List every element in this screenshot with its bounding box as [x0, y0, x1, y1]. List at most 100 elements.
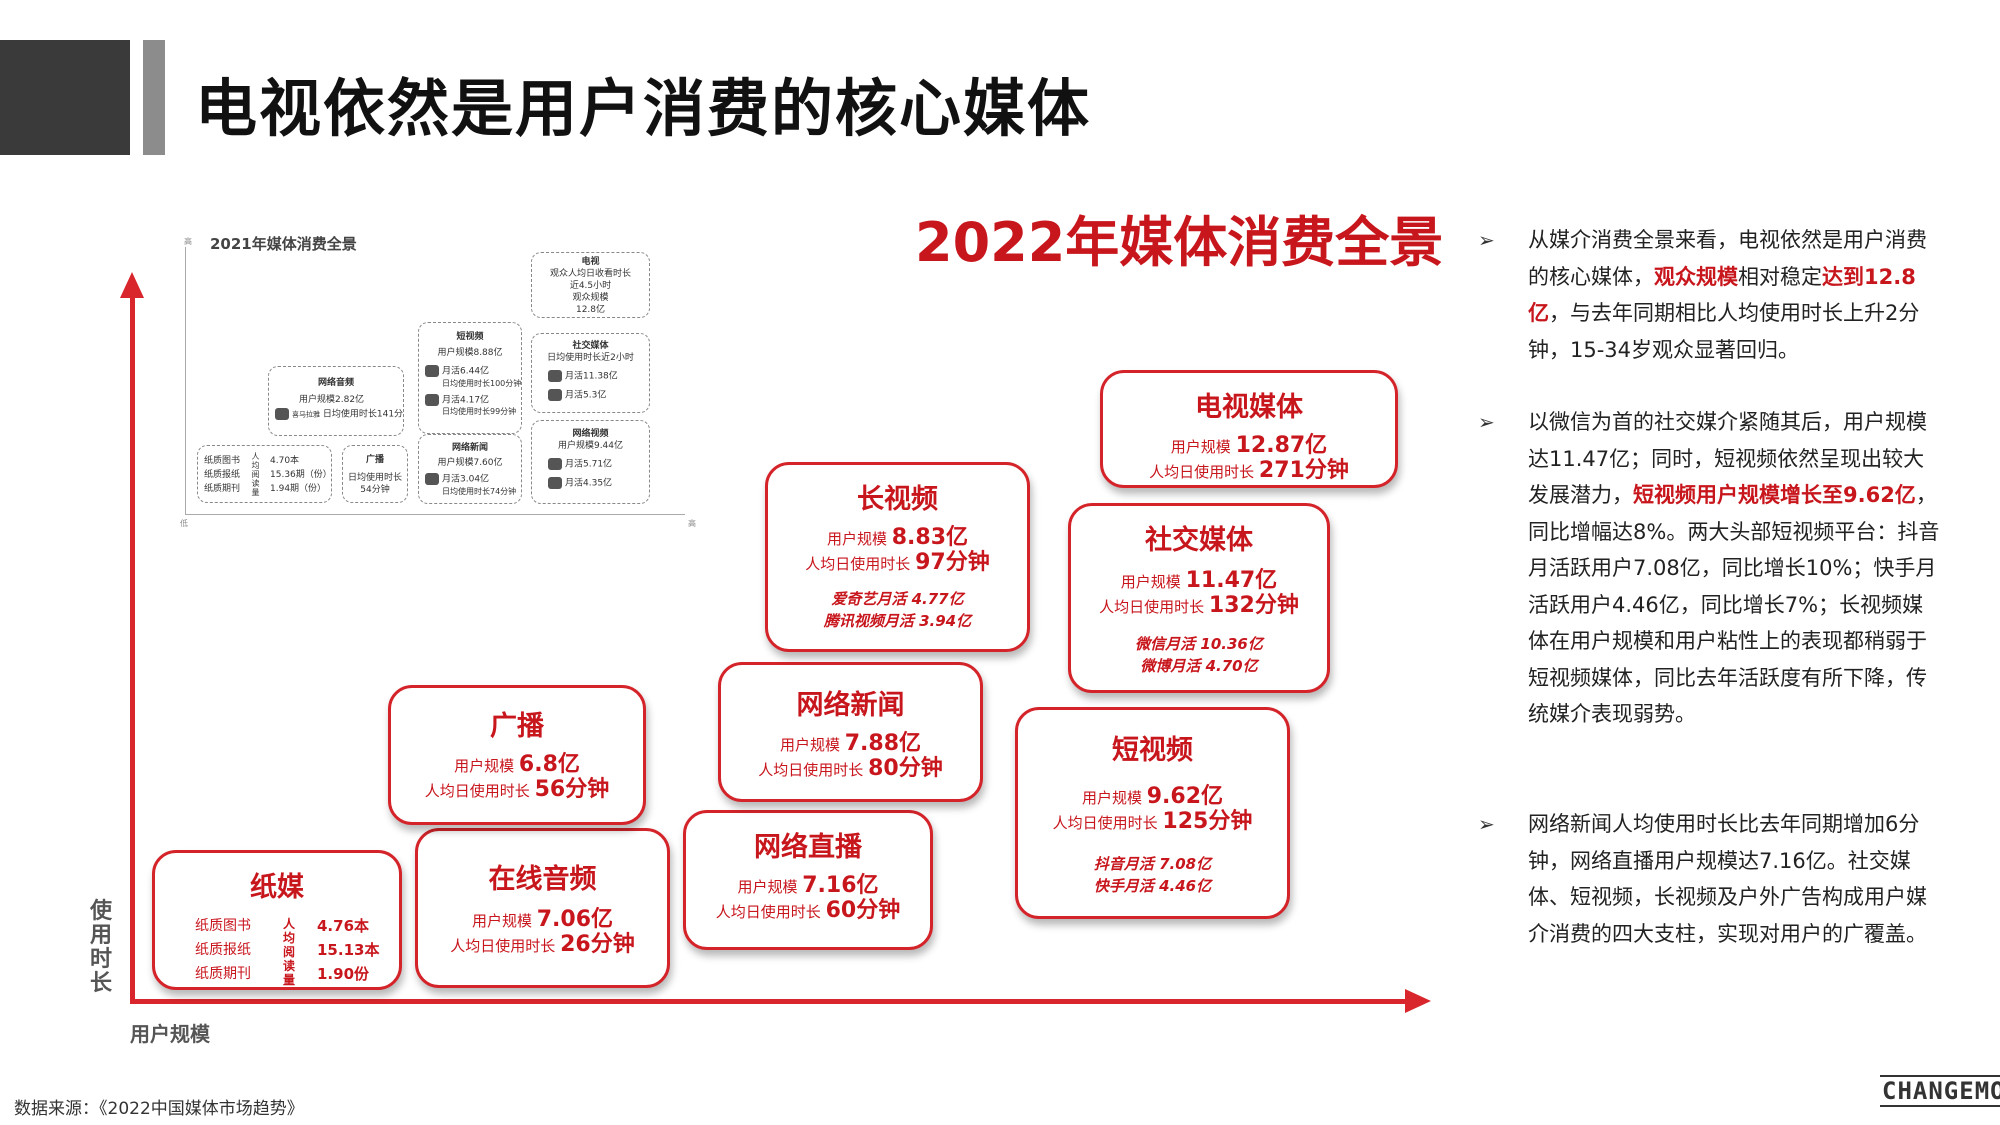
inset-paper-row: 纸质报纸 — [204, 470, 241, 480]
inset-card-short-video: 短视频 用户规模8.88亿 月活6.44亿 日均使用时长100分钟 月活4.17… — [418, 322, 522, 434]
paper-row-label: 纸质图书 — [195, 918, 251, 934]
inset-paper-row: 纸质期刊 — [204, 484, 241, 494]
time-label: 人均日使用时长 — [450, 937, 556, 955]
inset-tv-title: 电视 — [581, 257, 600, 267]
x-axis — [130, 999, 1410, 1004]
time-label: 人均日使用时长 — [1149, 463, 1255, 481]
highlight-text: 达到12.8亿 — [1528, 264, 1916, 326]
card-tv-media: 电视媒体 用户规模 12.87亿 人均日使用时长 271分钟 — [1100, 370, 1398, 488]
body-text: 以微信为首的社交媒介紧随其后，用户规模达11.47亿；同时，短视频依然呈现出较大… — [1528, 410, 1927, 507]
bullet-marker: ➢ — [1478, 812, 1495, 836]
x-axis-arrow — [1405, 989, 1431, 1013]
time-value: 125分钟 — [1162, 809, 1253, 834]
brand-logo: CHANGEMO — [1880, 1075, 2000, 1107]
iqiyi-icon — [548, 458, 562, 470]
scale-label: 用户规模 — [737, 878, 798, 896]
inset-short-video-l4: 月活4.17亿 — [442, 395, 490, 405]
header-dark-block — [0, 40, 130, 155]
scale-label: 用户规模 — [1170, 438, 1231, 456]
card-title: 网络新闻 — [796, 690, 905, 721]
time-value: 60分钟 — [825, 898, 901, 923]
bullet-marker: ➢ — [1478, 410, 1495, 434]
card-short-video: 短视频 用户规模 9.62亿 人均日使用时长 125分钟 抖音月活 7.08亿 … — [1015, 707, 1290, 919]
inset-social-title: 社交媒体 — [572, 341, 609, 351]
paper-row-label: 纸质期刊 — [195, 966, 251, 982]
inset-news-l2: 月活3.04亿 — [442, 474, 490, 485]
time-label: 人均日使用时长 — [424, 782, 530, 800]
body-text: ，同比增幅达8%。两大头部短视频平台：抖音月活跃用户7.08亿，同比增长10%；… — [1528, 483, 1940, 726]
paper-row-value: 15.13本 — [317, 941, 380, 959]
kuaishou-icon — [425, 393, 439, 406]
inset-paper-vertical: 人均阅读量 — [251, 452, 260, 497]
inset-broadcast-l2: 54分钟 — [360, 485, 390, 495]
body-text: 从媒介消费全景来看，电视依然是用户消费的核心媒体， — [1528, 228, 1927, 289]
body-text: ，与去年同期相比人均使用时长上升2分钟，15-34岁观众显著回归。 — [1528, 301, 1920, 362]
scale-value: 7.88亿 — [844, 731, 922, 756]
inset-card-news: 网络新闻 用户规模7.60亿 月活3.04亿 日均使用时长74分钟 — [418, 434, 522, 504]
inset-news-title: 网络新闻 — [451, 443, 488, 453]
scale-value: 6.8亿 — [518, 752, 580, 777]
scale-value: 8.83亿 — [891, 525, 969, 550]
inset-short-video-l5: 日均使用时长99分钟 — [442, 407, 517, 416]
time-value: 56分钟 — [534, 777, 610, 802]
time-value: 97分钟 — [915, 550, 990, 575]
inset-x-low: 低 — [180, 519, 188, 528]
inset-paper-value: 1.94期（份） — [270, 484, 327, 494]
scale-label: 用户规模 — [826, 530, 887, 548]
inset-paper-row: 纸质图书 — [204, 456, 241, 466]
time-label: 人均日使用时长 — [758, 761, 864, 779]
inset-short-video-l2: 月活6.44亿 — [442, 366, 490, 377]
card-broadcast: 广播 用户规模 6.8亿 人均日使用时长 56分钟 — [388, 685, 646, 825]
card-title: 在线音频 — [488, 864, 597, 895]
time-label: 人均日使用时长 — [1052, 814, 1158, 832]
tencent-video-icon — [548, 476, 562, 489]
scale-label: 用户规模 — [471, 912, 532, 930]
bullet-text-1: 从媒介消费全景来看，电视依然是用户消费的核心媒体，观众规模相对稳定达到12.8亿… — [1528, 222, 1940, 368]
x-axis-label: 用户规模 — [130, 1022, 210, 1046]
time-label: 人均日使用时长 — [1099, 598, 1205, 616]
inset-card-social: 社交媒体 日均使用时长近2小时 月活11.38亿 月活5.3亿 — [531, 333, 650, 413]
chart-title: 2022年媒体消费全景 — [915, 211, 1444, 274]
inset-card-long-video: 网络视频 用户规模9.44亿 月活5.71亿 月活4.35亿 — [531, 420, 650, 504]
inset-y-high: 高 — [184, 237, 192, 246]
scale-label: 用户规模 — [1120, 573, 1181, 591]
card-long-video: 长视频 用户规模 8.83亿 人均日使用时长 97分钟 爱奇艺月活 4.77亿 … — [765, 462, 1030, 652]
inset-social-l2: 月活11.38亿 — [565, 371, 618, 382]
inset-long-video-l1: 用户规模9.44亿 — [557, 441, 624, 451]
inset-long-video-title: 网络视频 — [572, 429, 609, 439]
inset-paper-value: 4.70本 — [270, 456, 300, 466]
inset-audio-l1: 用户规模2.82亿 — [299, 395, 365, 405]
scale-label: 用户规模 — [779, 736, 840, 754]
scale-value: 7.06亿 — [536, 907, 614, 932]
platform-stat: 快手月活 4.46亿 — [1093, 877, 1212, 895]
time-label: 人均日使用时长 — [805, 555, 911, 573]
inset-paper-value: 15.36期（份） — [270, 470, 332, 480]
inset-long-video-l3: 月活4.35亿 — [565, 478, 613, 488]
data-source: 数据来源：《2022中国媒体市场趋势》 — [14, 1099, 304, 1119]
inset-broadcast-l1: 日均使用时长 — [347, 473, 402, 483]
highlight-text: 观众规模 — [1654, 264, 1738, 289]
inset-y-axis — [185, 247, 186, 515]
bullet-text-3: 网络新闻人均使用时长比去年同期增加6分钟，网络直播用户规模达7.16亿。社交媒体… — [1528, 806, 1940, 952]
inset-tv-l3: 观众规模 — [572, 293, 609, 303]
card-title: 广播 — [490, 711, 544, 742]
inset-short-video-l1: 用户规模8.88亿 — [437, 348, 503, 358]
card-social-media: 社交媒体 用户规模 11.47亿 人均日使用时长 132分钟 微信月活 10.3… — [1068, 503, 1330, 693]
inset-broadcast-title: 广播 — [365, 455, 384, 465]
body-text: 相对稳定 — [1738, 264, 1822, 289]
card-title: 社交媒体 — [1145, 525, 1253, 556]
ximalaya-icon — [275, 408, 289, 420]
inset-x-high: 高 — [688, 519, 696, 528]
platform-stat: 抖音月活 7.08亿 — [1093, 855, 1212, 873]
weibo-icon — [548, 388, 562, 401]
paper-row-label: 纸质报纸 — [195, 942, 251, 958]
inset-audio-title: 网络音频 — [317, 378, 354, 388]
inset-audio-l2: 日均使用时长141分钟 — [322, 409, 404, 420]
card-title: 短视频 — [1112, 735, 1193, 766]
toutiao-icon — [425, 473, 439, 485]
scale-value: 11.47亿 — [1185, 568, 1278, 593]
inset-x-axis — [185, 514, 685, 515]
inset-short-video-title: 短视频 — [456, 332, 484, 342]
card-title: 长视频 — [857, 484, 938, 515]
